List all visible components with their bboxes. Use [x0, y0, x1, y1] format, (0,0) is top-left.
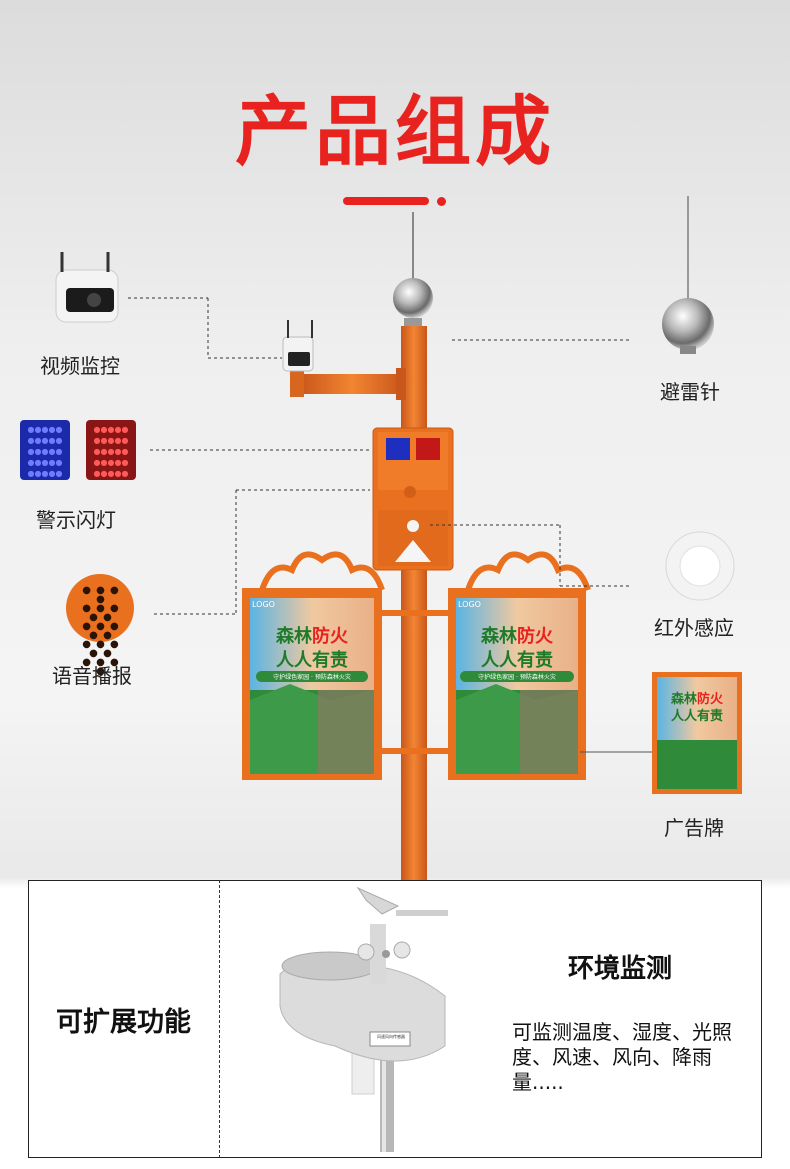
left-poster-line2: 人人有责 [276, 650, 348, 671]
extension-divider [219, 880, 220, 1158]
camera-arm [300, 374, 404, 394]
pole-illustration [20, 196, 742, 880]
lightning-rod-image [662, 196, 714, 354]
env-description: 可监测温度、湿度、光照度、风速、风向、降雨量..... [512, 1020, 732, 1094]
speaker-grille: ● ● ● ●● ● ● ● ●● ● ● ● ●● ● ● ● ●● ● ● … [82, 585, 120, 677]
speaker-image [66, 574, 134, 642]
weather-station-image [279, 886, 448, 1152]
left-poster-slogan: 守护绿色家园 · 预防森林火灾 [256, 671, 368, 682]
infrared-image [665, 531, 735, 601]
red-led-grid: ●●●●●●●●●●●●●●●●●●●●●●●●● [93, 425, 129, 478]
left-poster-logo: LOGO [252, 600, 275, 609]
title-underline [343, 197, 429, 205]
right-poster-slogan: 守护绿色家园 · 预防森林火灾 [460, 671, 574, 682]
camera-image [55, 252, 119, 323]
small-poster-line2: 人人有责 [670, 709, 723, 724]
blue-led-grid: ●●●●●●●●●●●●●●●●●●●●●●●●● [27, 425, 63, 478]
env-title: 环境监测 [567, 954, 672, 984]
billboard-image [652, 672, 742, 794]
label-warning-light: 警示闪灯 [36, 508, 116, 532]
rod-ball [393, 278, 433, 318]
page-title: 产品组成 [235, 87, 555, 176]
label-camera: 视频监控 [40, 354, 120, 378]
label-billboard: 广告牌 [664, 816, 724, 840]
title-dot [437, 197, 446, 206]
small-poster-line1: 森林防火 [670, 692, 724, 707]
right-poster-logo: LOGO [458, 600, 481, 609]
label-infrared: 红外感应 [654, 616, 734, 640]
left-billboard [242, 551, 385, 780]
right-poster-line1: 森林防火 [481, 626, 553, 647]
device-tag: 风速风向传感器 [377, 1034, 405, 1039]
extension-title: 可扩展功能 [56, 1007, 191, 1038]
warning-light-image [20, 420, 136, 480]
blue-light [386, 438, 410, 460]
right-billboard [448, 551, 591, 780]
left-poster-line1: 森林防火 [276, 626, 348, 647]
pole-main [401, 570, 427, 880]
right-poster-line2: 人人有责 [481, 650, 553, 671]
label-lightning-rod: 避雷针 [660, 380, 720, 404]
label-speaker: 语音播报 [52, 664, 132, 688]
red-light [416, 438, 440, 460]
